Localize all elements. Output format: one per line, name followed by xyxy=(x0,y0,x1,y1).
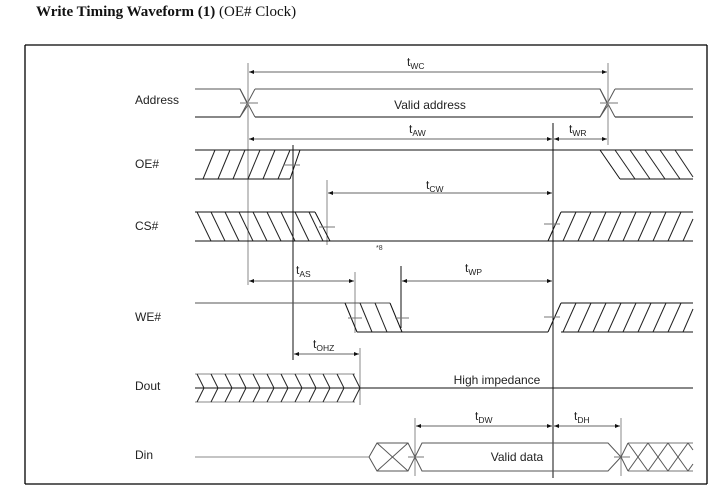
cs-hatch-left xyxy=(196,211,324,242)
we-hatch-right xyxy=(562,302,694,333)
oe-hatch-right xyxy=(614,149,694,180)
dout-chevrons xyxy=(196,373,361,403)
timing-arrows xyxy=(249,70,620,428)
signal-label-we: WE# xyxy=(135,310,161,324)
label-taw: tAW xyxy=(409,122,426,138)
oe-waveform xyxy=(195,149,694,180)
oe-hatch-left xyxy=(202,149,291,180)
cs-waveform xyxy=(195,211,694,242)
signal-label-cs: CS# xyxy=(135,219,159,233)
we-waveform xyxy=(195,302,694,333)
title-bold: Write Timing Waveform (1) xyxy=(36,4,216,20)
label-tcw: tCW xyxy=(426,178,444,194)
signal-label-address: Address xyxy=(135,93,179,107)
label-tas: tAS xyxy=(296,263,311,279)
label-twp: tWP xyxy=(465,261,482,277)
dout-waveform xyxy=(195,373,693,403)
cs-hatch-right xyxy=(562,211,694,242)
diagram-title: Write Timing Waveform (1) (OE# Clock) xyxy=(36,4,296,21)
note-marker: *8 xyxy=(376,245,383,252)
title-normal: (OE# Clock) xyxy=(219,4,297,20)
we-hatch-left xyxy=(359,302,388,333)
label-tdw: tDW xyxy=(475,409,493,425)
diagram-frame xyxy=(24,44,708,485)
label-twr: tWR xyxy=(569,122,587,138)
signal-label-dout: Dout xyxy=(135,379,161,393)
dout-high-impedance-label: High impedance xyxy=(454,373,541,387)
label-tdh: tDH xyxy=(574,409,590,425)
signal-label-din: Din xyxy=(135,448,153,462)
label-tohz: tOHZ xyxy=(313,337,334,353)
din-invalid-crosses xyxy=(627,442,694,472)
label-twc: tWC xyxy=(407,55,425,71)
address-valid-label: Valid address xyxy=(394,98,466,112)
signal-label-oe: OE# xyxy=(135,157,159,171)
din-waveform xyxy=(195,442,694,472)
din-valid-label: Valid data xyxy=(491,450,544,464)
